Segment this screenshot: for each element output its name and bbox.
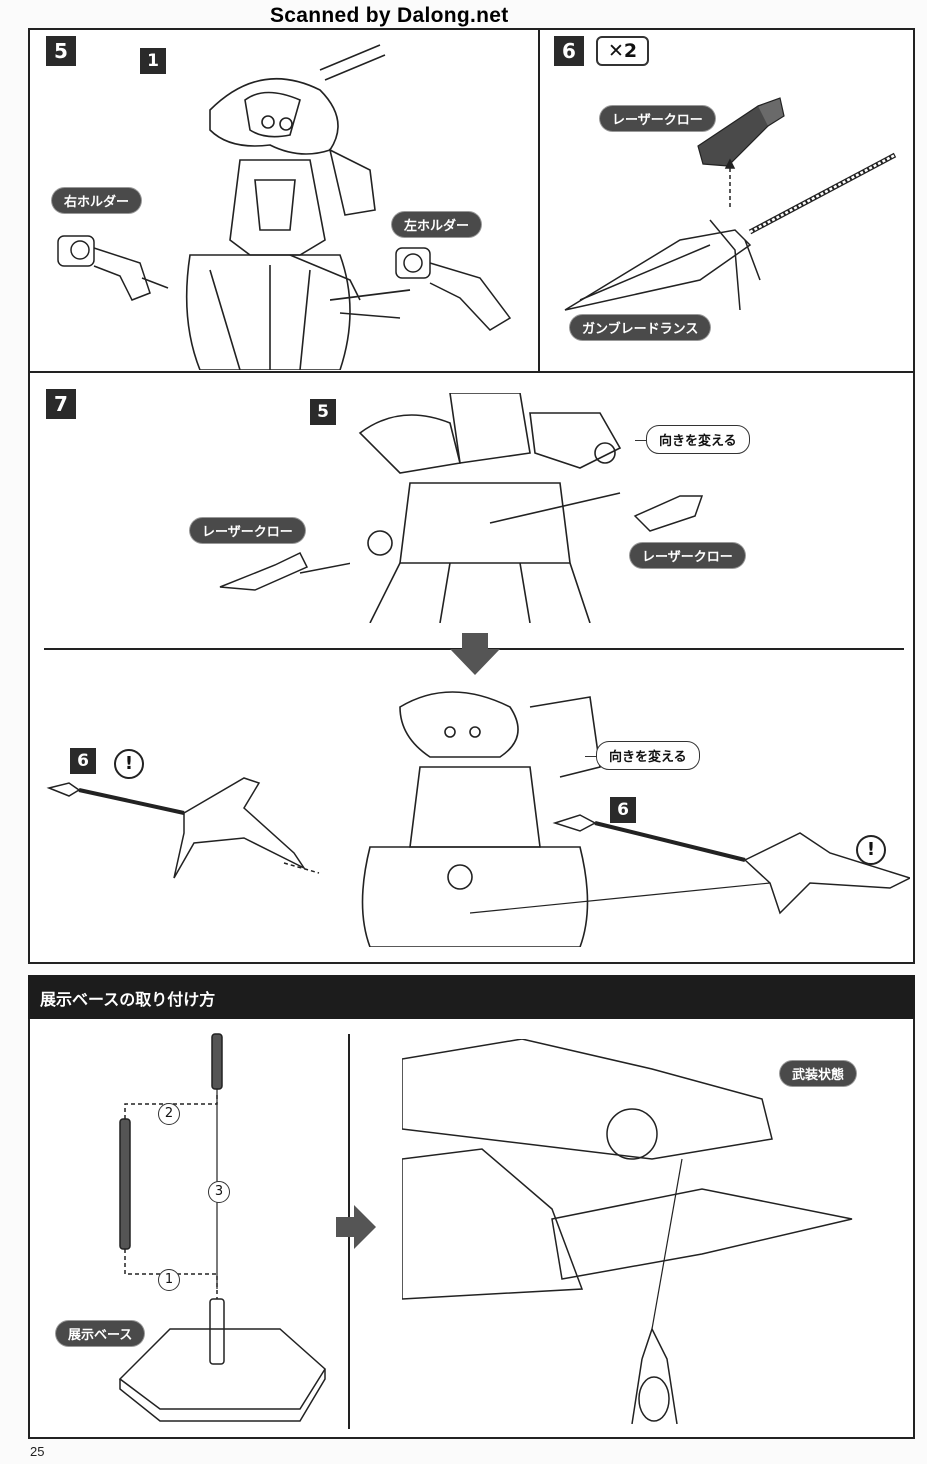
order-3-marker: 3 — [208, 1181, 230, 1203]
order-1-marker: 1 — [158, 1269, 180, 1291]
change-direction-label-top: 向きを変える — [635, 425, 750, 454]
laser-claw-right-illustration — [630, 491, 710, 536]
laser-claw-label: レーザークロー — [600, 106, 715, 131]
step-7-number: 7 — [46, 389, 76, 419]
scan-watermark: Scanned by Dalong.net — [270, 4, 509, 27]
page-number: 25 — [30, 1444, 45, 1459]
laser-claw-left-illustration — [215, 545, 350, 595]
sub-step-1-number: 1 — [140, 48, 166, 74]
armed-state-label: 武装状態 — [780, 1061, 857, 1086]
step-7-panel: 7 5 向きを変える レーザークロー — [28, 371, 915, 964]
gunblade-lance-left-illustration — [44, 758, 364, 888]
laser-claw-label-left: レーザークロー — [190, 518, 305, 543]
reference-step-6-right-number: 6 — [610, 797, 636, 823]
display-base-assembly-illustration — [90, 1029, 350, 1424]
down-arrow — [450, 633, 500, 675]
step-6-panel: 6 ✕2 レーザークロー ガンブレードランス — [538, 28, 915, 373]
gunblade-lance-right-illustration — [470, 803, 910, 943]
order-2-marker: 2 — [158, 1103, 180, 1125]
step-5-number: 5 — [46, 36, 76, 66]
warning-icon-right: ! — [856, 835, 886, 865]
step-5-panel: 5 1 右ホルダー — [28, 28, 540, 373]
change-direction-label-bottom: 向きを変える — [585, 741, 700, 770]
gunblade-lance-label: ガンブレードランス — [570, 315, 711, 340]
reference-step-5-number: 5 — [310, 399, 336, 425]
display-base-panel: 2 3 1 展示ベース 武装状態 — [28, 1019, 915, 1439]
figure-front-armed-illustration — [330, 687, 620, 947]
reference-step-6-left-number: 6 — [70, 748, 96, 774]
display-base-label: 展示ベース — [56, 1321, 145, 1346]
step-6-number: 6 — [554, 36, 584, 66]
display-base-section-header: 展示ベースの取り付け方 — [28, 975, 915, 1019]
warning-icon-left: ! — [114, 749, 144, 779]
right-arrow — [336, 1205, 376, 1249]
quantity-badge: ✕2 — [596, 36, 650, 66]
display-base-section-title: 展示ベースの取り付け方 — [40, 990, 216, 1009]
right-holder-label: 右ホルダー — [52, 188, 142, 213]
laser-claw-part-illustration — [688, 96, 788, 176]
armed-state-illustration — [402, 1039, 862, 1424]
figure-back-view-illustration — [340, 393, 630, 623]
left-holder-label: 左ホルダー — [392, 212, 482, 237]
left-holder-part-illustration — [330, 238, 520, 333]
gunblade-lance-illustration — [560, 150, 905, 330]
laser-claw-label-right: レーザークロー — [630, 543, 745, 568]
figure-upper-body-illustration — [150, 40, 390, 370]
right-holder-part-illustration — [50, 218, 170, 308]
